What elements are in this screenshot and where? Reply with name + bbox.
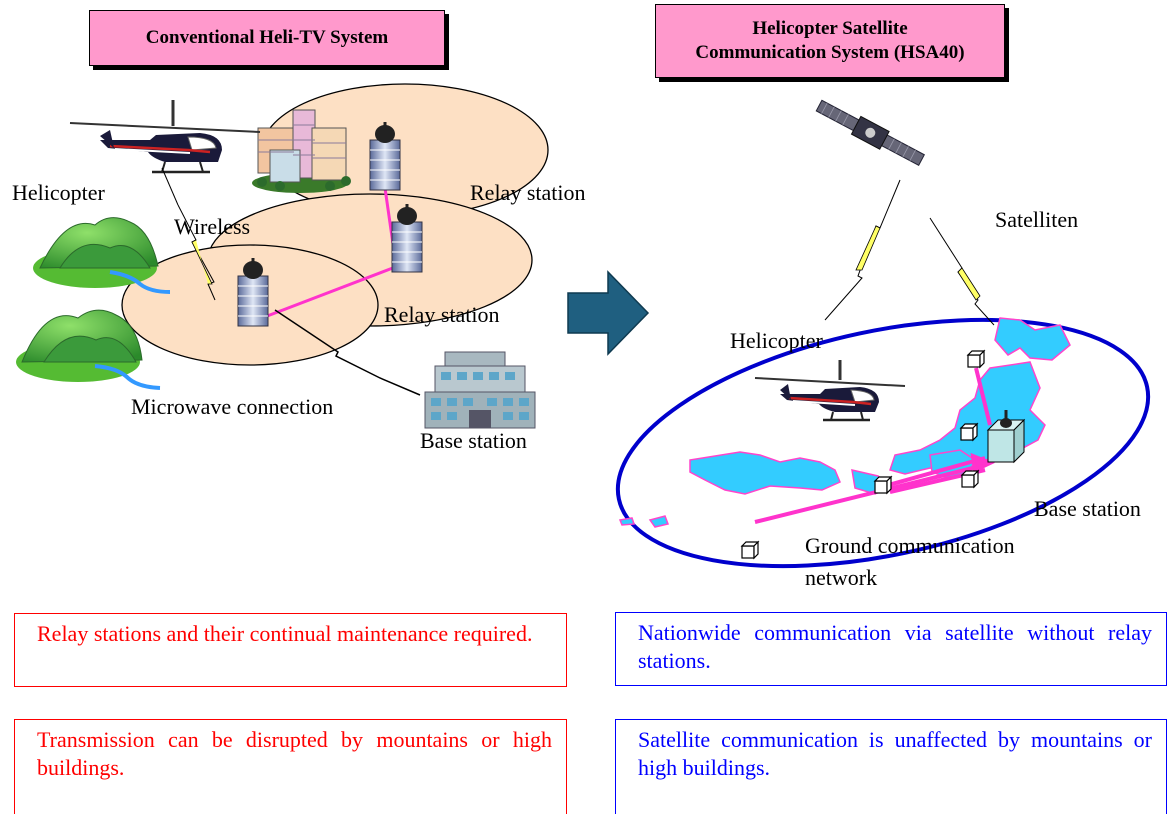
title-satellite-system: Helicopter Satellite Communication Syste…	[655, 4, 1005, 78]
label-base-station-right: Base station	[1034, 496, 1141, 521]
label-helicopter-left: Helicopter	[12, 180, 105, 205]
satellite-link-ground	[929, 217, 995, 326]
label-ground-network-line2: network	[805, 565, 878, 590]
label-satellite: Satelliten	[995, 207, 1079, 232]
note-disruption: Transmission can be disrupted by mountai…	[14, 719, 567, 814]
nationwide-coverage-oval	[615, 317, 1151, 569]
city-buildings-icon	[252, 109, 351, 193]
satellite-link-helicopter	[824, 179, 901, 321]
wireless-lightning-left	[161, 167, 216, 301]
label-relay-station-mid: Relay station	[384, 302, 500, 327]
base-station-building-icon-left	[424, 351, 536, 429]
helicopter-icon-right	[754, 360, 906, 422]
satellite-icon	[815, 99, 926, 167]
label-relay-station-top: Relay station	[470, 180, 586, 205]
ground-node-cubes	[740, 349, 986, 560]
title-conventional-text: Conventional Heli-TV System	[145, 27, 389, 48]
note-nationwide: Nationwide communication via satellite w…	[615, 612, 1167, 686]
hills-icon-bottom	[16, 309, 161, 390]
label-base-station-left: Base station	[420, 428, 527, 453]
note-unaffected: Satellite communication is unaffected by…	[615, 719, 1167, 814]
relay-tower-top	[369, 122, 401, 191]
label-helicopter-right: Helicopter	[730, 328, 823, 353]
transition-arrow	[567, 270, 650, 356]
title-conventional-system: Conventional Heli-TV System	[89, 10, 445, 66]
label-wireless: Wireless	[174, 214, 251, 239]
label-microwave-connection: Microwave connection	[131, 394, 334, 419]
microwave-link-line	[274, 309, 421, 396]
note-relay-maintenance: Relay stations and their continual maint…	[14, 613, 567, 687]
hills-icon-top	[33, 217, 171, 294]
title-satellite-line1: Helicopter Satellite	[752, 18, 908, 39]
title-satellite-line2: Communication System (HSA40)	[695, 42, 965, 63]
relay-tower-mid	[391, 204, 423, 273]
label-ground-network-line1: Ground communication	[805, 533, 1015, 558]
relay-tower-low	[237, 258, 269, 327]
base-station-cube-icon-right	[986, 410, 1026, 464]
helicopter-icon-left	[69, 100, 261, 174]
